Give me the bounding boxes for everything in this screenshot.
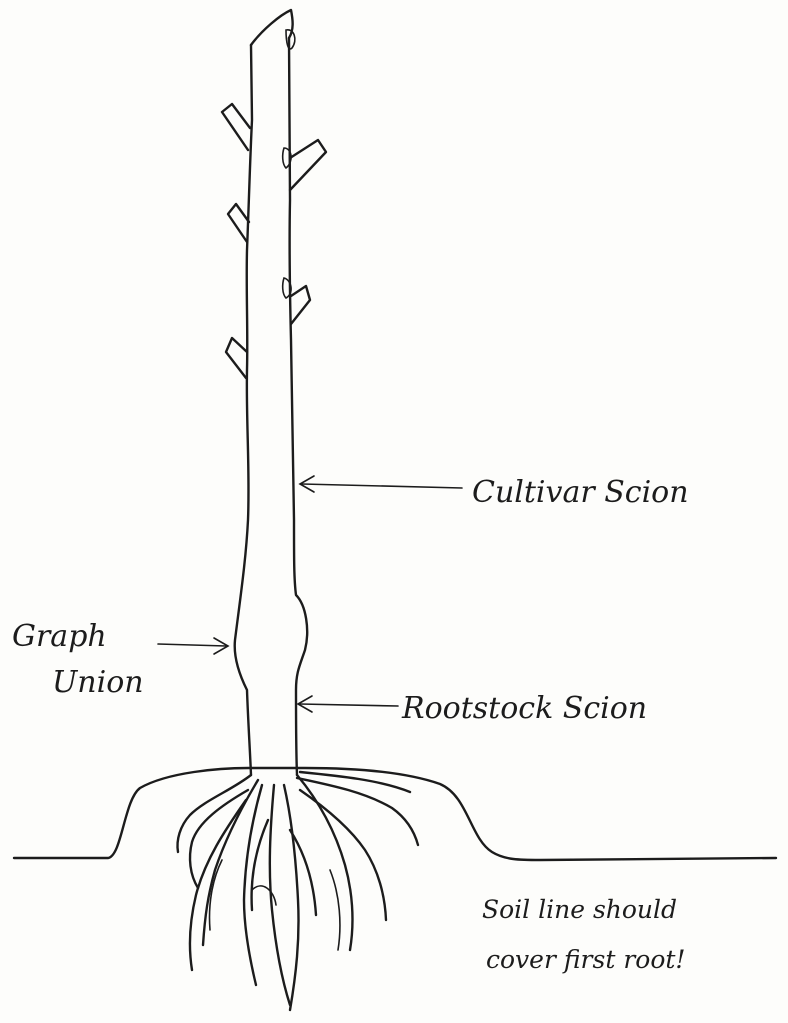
side-shoot-4: [291, 286, 310, 324]
side-shoot-5: [226, 338, 247, 378]
graft-union-label-line2: Union: [52, 665, 144, 700]
side-shoot-1: [222, 104, 250, 150]
soil-note-line1: Soil line should: [482, 895, 677, 924]
graft-union-label-line1: Graph: [12, 619, 107, 654]
trunk-left-outline: [235, 45, 252, 775]
rootstock-arrow: [298, 696, 398, 712]
root-system: [178, 772, 419, 1010]
soil-note-line2: cover first root!: [486, 945, 685, 974]
cultivar-arrow: [300, 476, 462, 492]
side-shoot-2: [290, 140, 326, 190]
graft-union-arrow: [158, 638, 228, 654]
cultivar-scion-label: Cultivar Scion: [472, 475, 689, 510]
side-shoot-3: [228, 204, 249, 242]
soil-line: [14, 768, 776, 860]
rootstock-scion-label: Rootstock Scion: [401, 691, 647, 726]
